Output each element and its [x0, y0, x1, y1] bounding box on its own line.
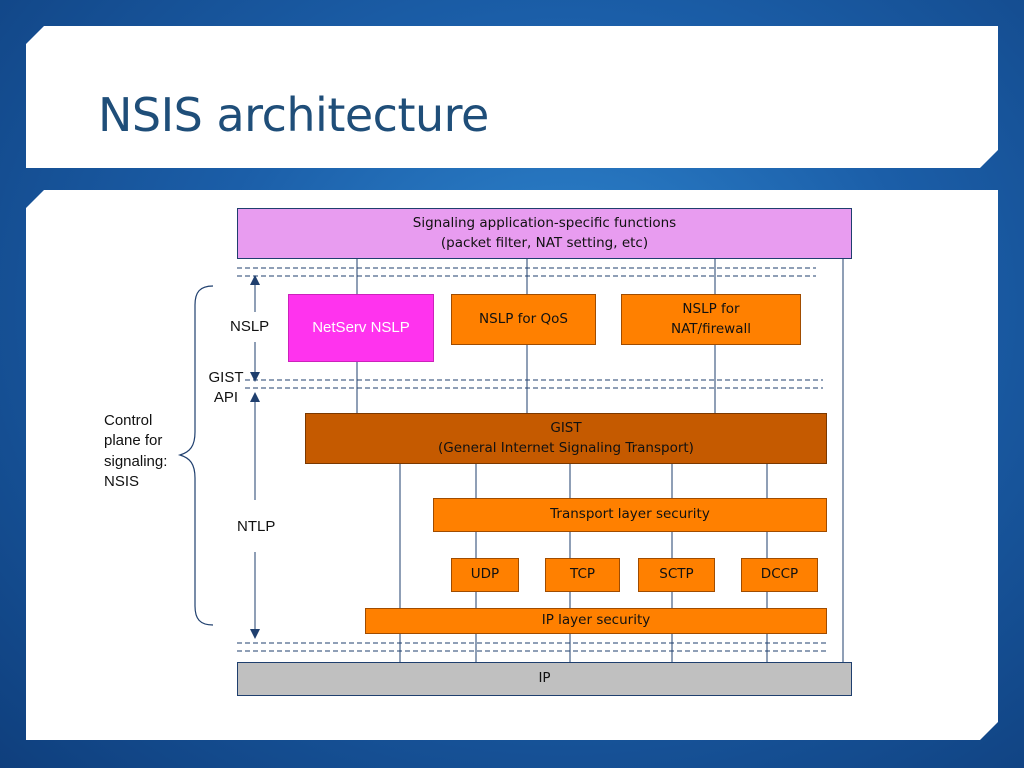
- gist-box: GIST (General Internet Signaling Transpo…: [305, 413, 827, 464]
- netserv-nslp-box: NetServ NSLP: [288, 294, 434, 362]
- nslp-label: NSLP: [230, 318, 270, 335]
- control-plane-brace: [177, 285, 214, 626]
- ip-box: IP: [237, 662, 852, 696]
- ip-top-separator: [237, 642, 826, 652]
- ntlp-label: NTLP: [237, 518, 276, 535]
- title-panel: [26, 26, 998, 168]
- tcp-box: TCP: [545, 558, 620, 592]
- control-plane-label: Control plane for signaling: NSIS: [104, 412, 168, 491]
- vertical-connectors: [356, 258, 844, 662]
- nslp-nat-firewall-box: NSLP for NAT/firewall: [621, 294, 801, 345]
- nslp-qos-box: NSLP for QoS: [451, 294, 596, 345]
- content-panel: [26, 190, 998, 740]
- sctp-box: SCTP: [638, 558, 715, 592]
- signaling-application-box: Signaling application-specific functions…: [237, 208, 852, 259]
- gist-api-label: GIST API: [208, 369, 244, 406]
- gist-api-separator: [245, 379, 823, 389]
- udp-box: UDP: [451, 558, 519, 592]
- transport-layer-security-box: Transport layer security: [433, 498, 827, 532]
- dccp-box: DCCP: [741, 558, 818, 592]
- ip-layer-security-box: IP layer security: [365, 608, 827, 634]
- page-title: NSIS architecture: [98, 88, 489, 142]
